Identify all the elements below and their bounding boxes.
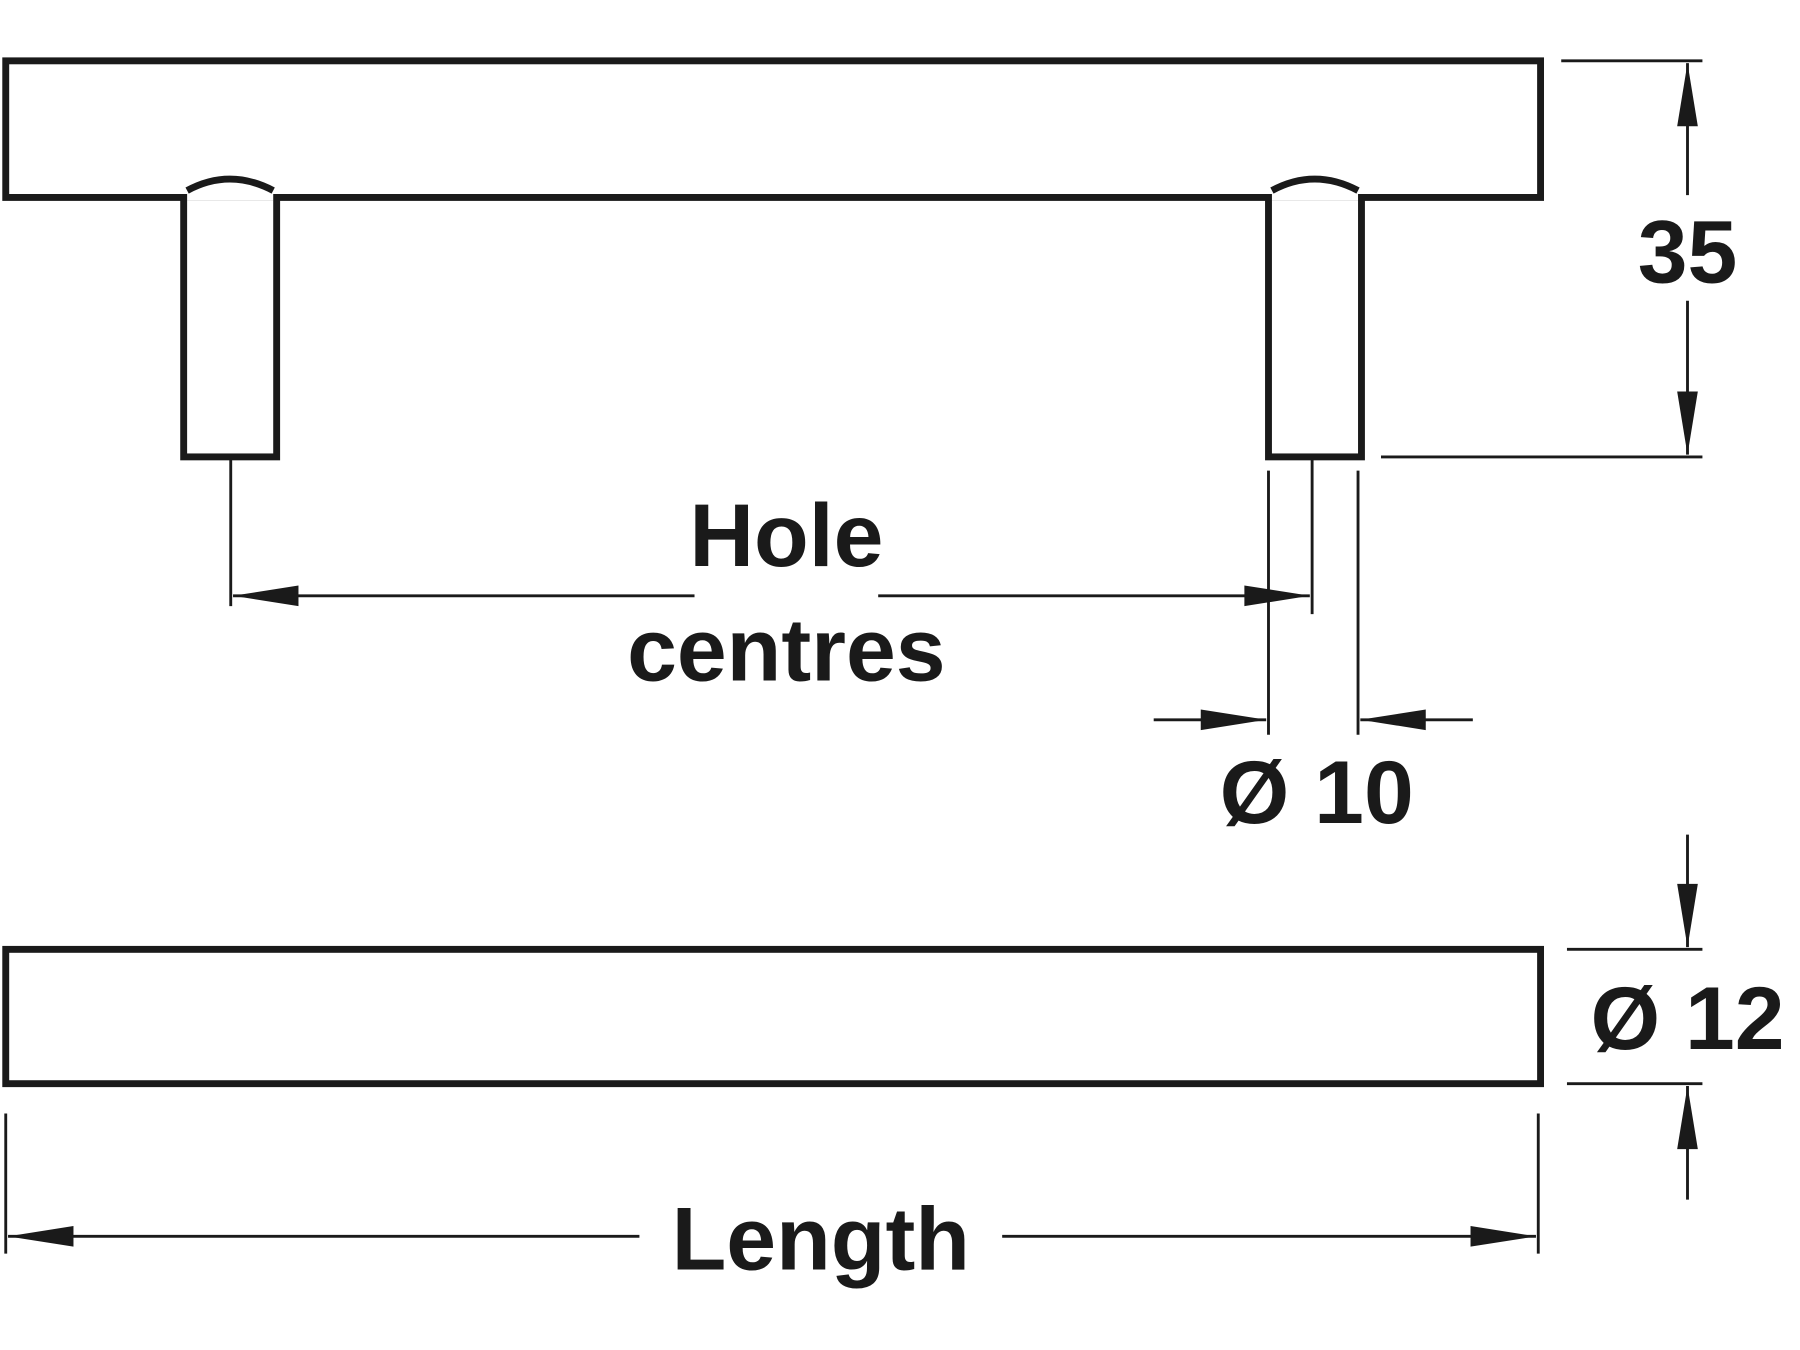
handle-bar-side xyxy=(2,57,1545,201)
right-post xyxy=(1265,175,1365,461)
arrow-left-icon xyxy=(233,585,299,607)
arrow-up-icon xyxy=(1677,1085,1698,1150)
hole-centres-label-line2: centres xyxy=(627,600,946,700)
post-diameter-dimension: Ø 10 xyxy=(1153,470,1473,842)
length-dimension: Length xyxy=(4,1113,1540,1289)
bar-diameter-dimension: Ø 12 xyxy=(1566,834,1785,1200)
handle-side-view xyxy=(2,57,1545,461)
handle-bar-top-view xyxy=(2,945,1545,1088)
hole-centres-dimension: Hole centres xyxy=(229,459,1314,700)
height-label: 35 xyxy=(1638,201,1738,301)
length-label: Length xyxy=(672,1189,970,1289)
arrow-left-icon xyxy=(1360,709,1426,731)
arrow-up-icon xyxy=(1677,63,1698,127)
arrow-right-icon xyxy=(1244,585,1310,607)
post-diameter-label: Ø 10 xyxy=(1220,742,1414,842)
left-post xyxy=(180,175,281,461)
hole-centres-label-line1: Hole xyxy=(689,485,883,585)
arrow-right-icon xyxy=(1470,1226,1536,1247)
arrow-down-icon xyxy=(1677,883,1698,948)
bar-diameter-label: Ø 12 xyxy=(1590,968,1784,1068)
arrow-down-icon xyxy=(1677,391,1698,455)
arrow-right-icon xyxy=(1200,709,1267,731)
arrow-left-icon xyxy=(8,1226,74,1247)
height-dimension: 35 xyxy=(1380,59,1738,459)
